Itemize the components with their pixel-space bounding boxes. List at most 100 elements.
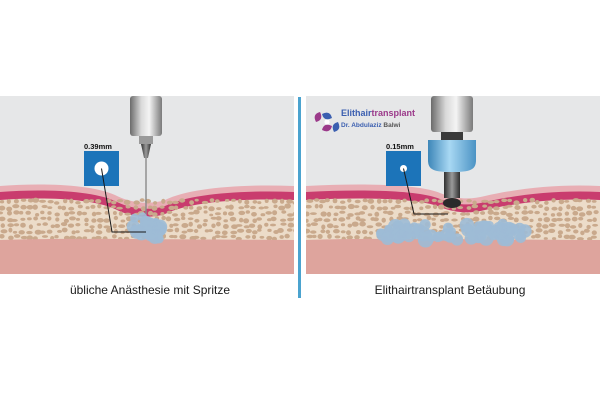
fat-cell [54, 235, 59, 239]
fat-cell [466, 206, 472, 210]
logo-subtitle-part2: Balwi [383, 122, 401, 129]
fat-cell [593, 210, 599, 215]
anesthetic-droplet [479, 220, 492, 234]
fat-cell [20, 198, 27, 202]
left-size-label: 0.39mm [84, 142, 112, 151]
fat-cell [222, 211, 228, 216]
fat-cell [36, 223, 42, 226]
fat-cell [373, 217, 379, 222]
fat-cell [583, 228, 590, 233]
fat-cell [216, 221, 221, 227]
fat-cell [209, 198, 215, 203]
fat-cell [398, 212, 403, 217]
fat-cell [325, 229, 331, 234]
fat-cell [257, 201, 262, 205]
fat-cell [32, 204, 38, 210]
fat-cell [412, 218, 417, 223]
fat-cell [76, 210, 83, 216]
fat-cell [81, 211, 88, 216]
fat-cell [416, 218, 423, 222]
fat-cell [172, 200, 179, 205]
fat-cell [61, 227, 68, 233]
fat-cell [229, 216, 237, 222]
fat-cell [75, 223, 81, 227]
fat-cell [591, 200, 597, 203]
fat-cell [47, 200, 54, 204]
fat-cell [419, 206, 424, 211]
logo-subtitle: Dr. Abdulaziz Balwi [341, 122, 400, 129]
fat-cell [591, 205, 597, 209]
fat-cell [513, 200, 520, 206]
fat-cell [25, 210, 32, 215]
fat-cell [260, 213, 266, 217]
fat-cell [47, 211, 52, 215]
fat-cell [216, 207, 222, 211]
fat-cell [181, 230, 188, 234]
fat-cell [18, 210, 24, 215]
fat-cell [465, 212, 471, 216]
fat-cell [370, 204, 375, 210]
fat-cell [280, 218, 287, 222]
fat-cell [13, 198, 19, 204]
fat-cell [388, 198, 393, 204]
fat-cell [188, 211, 195, 215]
fat-cell [347, 223, 353, 228]
fat-cell [338, 217, 346, 222]
fat-cell [214, 212, 221, 216]
fat-cell [369, 231, 374, 235]
fat-cell [6, 206, 13, 212]
fat-cell [482, 204, 488, 208]
anesthetic-droplet [151, 220, 161, 231]
fat-cell [270, 216, 277, 222]
fat-cell [487, 209, 494, 215]
anesthetic-droplet [380, 231, 395, 245]
fat-cell [201, 200, 209, 205]
fat-cell [10, 218, 18, 222]
fat-cell [396, 216, 403, 221]
fat-cell [326, 211, 332, 217]
anesthetic-droplet [130, 213, 140, 223]
fat-cell [292, 201, 294, 205]
fat-cell [521, 210, 529, 215]
fat-cell [54, 212, 60, 217]
fat-cell [287, 222, 294, 228]
fat-cell [42, 222, 48, 226]
anesthetic-droplet [515, 232, 527, 244]
fat-cell [531, 204, 537, 209]
fat-cell [60, 222, 68, 227]
fat-cell [339, 205, 347, 210]
fat-cell [151, 205, 158, 211]
fat-cell [592, 223, 599, 227]
fat-cell [68, 211, 76, 215]
fat-cell [41, 204, 48, 209]
fat-cell [228, 204, 234, 210]
fat-cell [403, 206, 410, 210]
fat-cell [293, 228, 294, 233]
fat-cell [333, 212, 339, 217]
fat-cell [75, 230, 80, 234]
fat-cell [555, 217, 563, 222]
fat-cell [500, 210, 507, 216]
fat-cell [75, 217, 81, 221]
fat-cell [84, 222, 89, 227]
fat-cell [12, 204, 20, 209]
syringe-barrel [130, 96, 162, 136]
fat-cell [230, 234, 237, 239]
fat-cell [34, 229, 42, 235]
fat-cell [419, 200, 425, 204]
left-leader-line [101, 168, 146, 233]
fat-cell [194, 198, 199, 202]
fat-cell [181, 216, 186, 220]
fat-cell [189, 205, 194, 210]
fat-cell [91, 211, 97, 217]
fat-cell [83, 199, 90, 204]
fat-cell [266, 235, 273, 241]
fat-cell [324, 198, 330, 203]
fat-cell [375, 222, 383, 227]
fat-cell [112, 234, 117, 239]
fat-cell [358, 218, 366, 222]
fat-cell [209, 213, 214, 217]
fat-cell [256, 217, 262, 221]
fat-cell [442, 211, 450, 215]
fat-cell [537, 217, 543, 222]
